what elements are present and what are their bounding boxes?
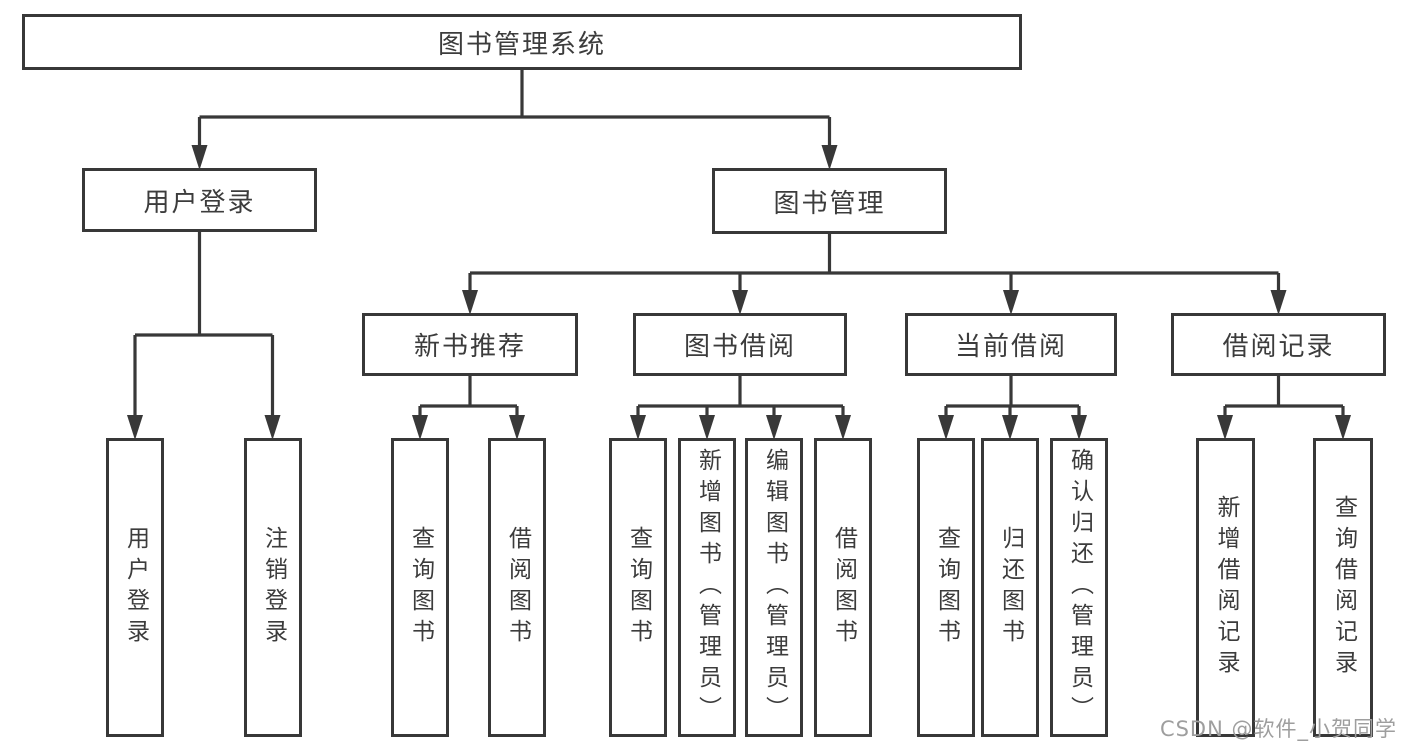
arrowhead: [191, 145, 208, 170]
node-label: 编辑图书（管理员）: [761, 448, 788, 727]
leaf-logout: 注销登录: [244, 438, 302, 737]
arrowhead: [699, 415, 715, 440]
edge-book-management-to-level3: [462, 234, 1287, 315]
node-label: 借阅图书: [504, 525, 531, 650]
arrowhead: [938, 415, 954, 440]
edge-new-book-children: [412, 376, 525, 440]
node-label: 查询借阅记录: [1330, 494, 1357, 681]
leaf-query-books-recommend: 查询图书: [391, 438, 449, 737]
node-label: 新增借阅记录: [1213, 494, 1239, 681]
node-label: 查询图书: [625, 525, 652, 650]
node-label: 用户登录: [143, 187, 256, 218]
leaf-confirm-return-admin: 确认归还（管理员）: [1050, 438, 1108, 737]
arrowhead: [412, 415, 428, 440]
node-new-book-recommendation: 新书推荐: [362, 313, 578, 376]
leaf-add-books-admin: 新增图书（管理员）: [678, 438, 736, 737]
node-label: 借阅记录: [1222, 332, 1335, 362]
node-current-borrowing: 当前借阅: [905, 313, 1117, 376]
leaf-return-books: 归还图书: [981, 438, 1039, 737]
node-user-login: 用户登录: [82, 168, 317, 232]
node-label: 归还图书: [997, 525, 1024, 650]
leaf-add-borrow-record: 新增借阅记录: [1196, 438, 1255, 737]
node-label: 新书推荐: [413, 332, 526, 362]
node-library-system: 图书管理系统: [22, 14, 1022, 70]
leaf-borrow-books-recommend: 借阅图书: [488, 438, 546, 737]
node-label: 用户登录: [122, 525, 149, 650]
arrowhead: [1335, 415, 1351, 440]
arrowhead: [462, 290, 478, 315]
node-label: 图书管理系统: [437, 29, 606, 60]
node-label: 图书管理: [773, 188, 886, 219]
node-label: 查询图书: [933, 525, 960, 650]
arrowhead: [1071, 415, 1087, 440]
csdn-watermark: CSDN @软件_小贺同学: [1159, 717, 1397, 741]
arrowhead: [264, 415, 281, 440]
edge-borrow-records-children: [1217, 376, 1351, 440]
edge-book-borrowing-children: [630, 376, 851, 440]
node-label: 图书借阅: [683, 332, 796, 362]
edge-current-borrowing-children: [938, 376, 1087, 440]
leaf-query-borrow-record: 查询借阅记录: [1313, 438, 1373, 737]
leaf-query-books-borrow: 查询图书: [609, 438, 667, 737]
leaf-query-books-current: 查询图书: [917, 438, 975, 737]
edge-user-login-children: [127, 232, 281, 440]
leaf-user-login: 用户登录: [106, 438, 164, 737]
arrowhead: [766, 415, 782, 440]
arrowhead: [1002, 415, 1018, 440]
edge-root-to-level2: [191, 70, 838, 170]
leaf-borrow-books: 借阅图书: [814, 438, 872, 737]
arrowhead: [1003, 290, 1019, 315]
arrowhead: [1270, 290, 1287, 315]
node-label: 借阅图书: [830, 525, 857, 650]
arrowhead: [509, 415, 525, 440]
node-label: 确认归还（管理员）: [1066, 448, 1093, 727]
node-label: 注销登录: [260, 525, 287, 650]
arrowhead: [732, 290, 748, 315]
leaf-edit-books-admin: 编辑图书（管理员）: [745, 438, 803, 737]
node-book-management: 图书管理: [712, 168, 947, 234]
node-label: 当前借阅: [954, 332, 1067, 362]
node-label: 新增图书（管理员）: [694, 448, 721, 727]
node-book-borrowing: 图书借阅: [633, 313, 847, 376]
arrowhead: [127, 415, 143, 440]
node-label: 查询图书: [407, 525, 434, 650]
arrowhead: [835, 415, 851, 440]
arrowhead: [630, 415, 646, 440]
arrowhead: [1217, 415, 1233, 440]
arrowhead: [821, 145, 838, 170]
node-borrow-records: 借阅记录: [1171, 313, 1386, 376]
